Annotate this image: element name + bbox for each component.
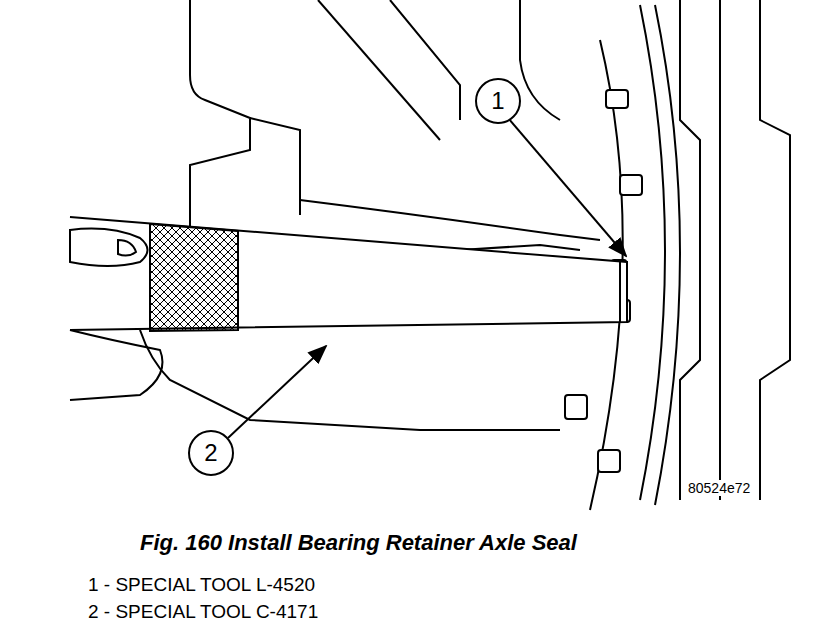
driver-handle: [70, 217, 627, 331]
callout-circle: 1: [475, 78, 521, 124]
legend-text: 1 - SPECIAL TOOL L-4520: [88, 574, 315, 596]
callout-number: 1: [491, 89, 504, 113]
hand: [70, 229, 163, 400]
axle-housing: [140, 0, 600, 430]
brake-flange: [590, 5, 680, 510]
callout-circle: 2: [188, 430, 234, 476]
callout-number: 2: [204, 441, 217, 465]
wheel-hub: [680, 0, 790, 500]
leader-lines: [228, 118, 626, 438]
figure-caption: Fig. 160 Install Bearing Retainer Axle S…: [140, 530, 577, 556]
legend-text: 2 - SPECIAL TOOL C-4171: [88, 601, 318, 623]
figure-id: 80524e72: [688, 480, 750, 496]
